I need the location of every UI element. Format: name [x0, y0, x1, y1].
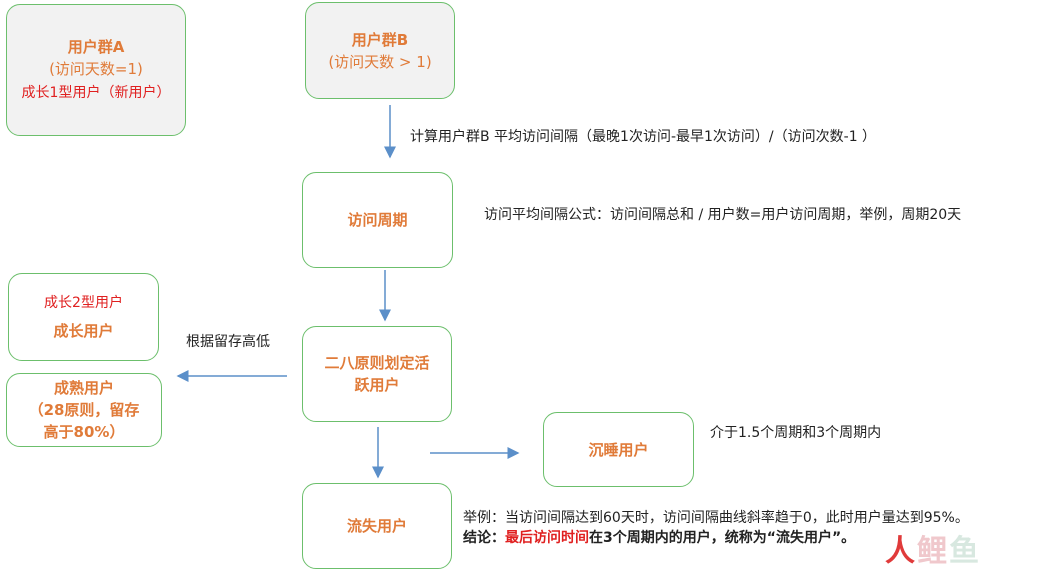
watermark-part3: 鱼 — [949, 534, 981, 569]
churned-box: 流失用户 — [302, 483, 452, 569]
growth-sub: 成长2型用户 — [44, 294, 123, 311]
churned-title: 流失用户 — [346, 517, 407, 535]
visit-cycle-title: 访问周期 — [347, 211, 408, 229]
conclusion-highlight: 最后访问时间 — [505, 530, 589, 546]
pareto-line1: 二八原则划定活 — [324, 354, 430, 372]
formula-note: 访问平均间隔公式：访问间隔总和 / 用户数=用户访问周期，举例，周期20天 — [484, 207, 962, 223]
calc-note: 计算用户群B 平均访问间隔（最晚1次访问-最早1次访问）/（访问次数-1 ） — [410, 129, 877, 145]
mature-line3: 高于80%） — [43, 423, 125, 441]
pareto-box: 二八原则划定活 跃用户 — [302, 326, 452, 422]
dormant-range-note: 介于1.5个周期和3个周期内 — [710, 425, 882, 441]
group-b-box: 用户群B (访问天数 > 1) — [305, 2, 455, 99]
group-b-title: 用户群B — [351, 30, 409, 49]
mature-line1: 成熟用户 — [53, 379, 114, 397]
group-a-title: 用户群A — [67, 38, 125, 56]
mature-line2: （28原则，留存 — [28, 401, 140, 419]
mature-box: 成熟用户 （28原则，留存 高于80%） — [6, 373, 162, 447]
conclusion-note: 结论：最后访问时间在3个周期内的用户，统称为“流失用户”。 — [463, 528, 855, 548]
example-note: 举例：当访问间隔达到60天时，访问间隔曲线斜率趋于0，此时用户量达到95%。 — [463, 510, 969, 526]
group-a-extra: 成长1型用户（新用户） — [21, 85, 171, 101]
retention-note: 根据留存高低 — [186, 334, 270, 350]
dormant-box: 沉睡用户 — [543, 412, 694, 487]
watermark-logo: 人鲤鱼 — [885, 526, 981, 570]
pareto-line2: 跃用户 — [354, 376, 400, 394]
visit-cycle-box: 访问周期 — [302, 172, 453, 268]
conclusion-suffix: 在3个周期内的用户，统称为“流失用户”。 — [589, 530, 856, 546]
group-b-sub: (访问天数 > 1) — [328, 52, 432, 71]
growth-box: 成长2型用户 成长用户 — [8, 273, 159, 361]
watermark-part2: 鲤 — [917, 534, 949, 569]
conclusion-prefix: 结论： — [463, 530, 505, 546]
dormant-title: 沉睡用户 — [588, 440, 649, 459]
group-a-sub: (访问天数=1) — [49, 60, 143, 78]
watermark-part1: 人 — [885, 534, 917, 569]
growth-title: 成长用户 — [53, 321, 114, 340]
group-a-box: 用户群A (访问天数=1) 成长1型用户（新用户） — [6, 4, 186, 136]
